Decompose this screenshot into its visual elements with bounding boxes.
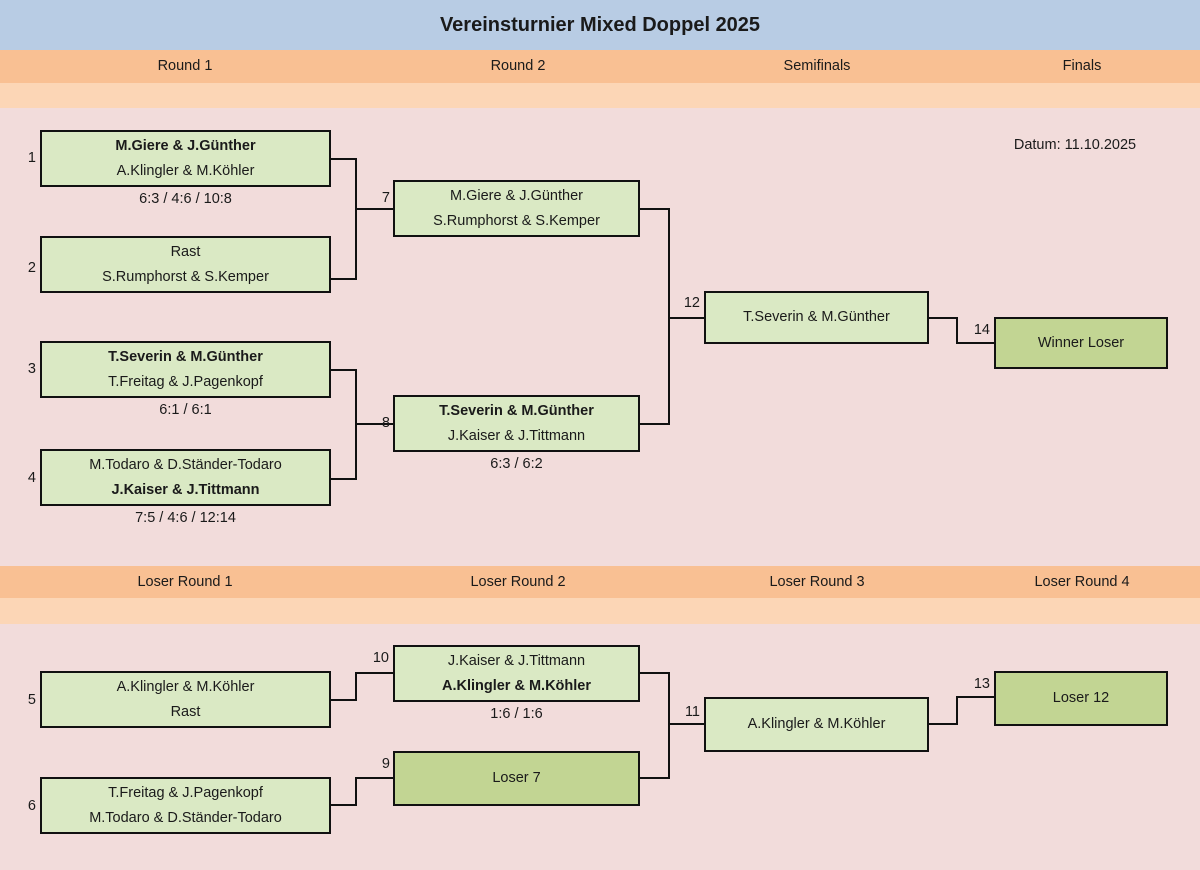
match-4-score: 7:5 / 4:6 / 12:14	[135, 510, 236, 526]
match-12-number: 12	[683, 295, 700, 311]
connector-m7m8-v	[668, 208, 671, 425]
match-2-number: 2	[27, 260, 36, 276]
match-box-9[interactable]: Loser 7	[393, 751, 640, 806]
match-9-team-top: Loser 7	[492, 770, 541, 786]
match-3-team-top: T.Severin & M.Günther	[108, 348, 263, 365]
connector-m7-h	[639, 208, 670, 211]
loser-round-label-3: Loser Round 3	[769, 574, 865, 590]
connector-m4-h	[331, 478, 357, 481]
match-box-13[interactable]: Loser 12	[994, 671, 1168, 726]
date-label: Datum: 11.10.2025	[1013, 137, 1137, 153]
match-3-score: 6:1 / 6:1	[159, 402, 212, 418]
connector-m10-h	[639, 672, 670, 675]
match-box-14[interactable]: Winner Loser	[994, 317, 1168, 369]
match-8-score: 6:3 / 6:2	[490, 456, 543, 472]
match-5-team-top: A.Klingler & M.Köhler	[116, 678, 255, 695]
connector-m12-h	[928, 317, 958, 320]
match-box-8[interactable]: T.Severin & M.Günther J.Kaiser & J.Tittm…	[393, 395, 640, 452]
match-box-5[interactable]: A.Klingler & M.Köhler Rast	[40, 671, 331, 728]
match-box-4[interactable]: M.Todaro & D.Ständer-Todaro J.Kaiser & J…	[40, 449, 331, 506]
match-10-team-bottom: A.Klingler & M.Köhler	[441, 677, 592, 694]
match-1-score: 6:3 / 4:6 / 10:8	[139, 191, 232, 207]
match-8-number: 8	[381, 415, 390, 431]
match-13-team-top: Loser 12	[1052, 690, 1110, 706]
connector-m11-h	[928, 723, 958, 726]
match-7-team-bottom: S.Rumphorst & S.Kemper	[433, 212, 600, 229]
winner-subheader-band	[0, 83, 1200, 108]
match-10-number: 10	[372, 650, 389, 666]
match-8-team-bottom: J.Kaiser & J.Tittmann	[447, 427, 586, 444]
connector-m6-h	[331, 804, 357, 807]
match-10-score: 1:6 / 1:6	[490, 706, 543, 722]
match-11-team-top: A.Klingler & M.Köhler	[747, 716, 886, 732]
match-6-team-top: T.Freitag & J.Pagenkopf	[108, 784, 263, 801]
connector-to-m12	[668, 317, 705, 320]
loser-round-label-4: Loser Round 4	[1034, 574, 1130, 590]
match-box-1[interactable]: M.Giere & J.Günther A.Klingler & M.Köhle…	[40, 130, 331, 187]
match-12-team-bottom: T.Severin & M.Günther	[743, 309, 890, 325]
match-6-number: 6	[27, 798, 36, 814]
match-14-team-bottom: Winner Loser	[1037, 334, 1125, 351]
round-label-3: Semifinals	[783, 58, 851, 74]
loser-round-header-band	[0, 566, 1200, 598]
connector-to-m11	[668, 723, 705, 726]
connector-m5-h	[331, 699, 357, 702]
match-10-team-top: J.Kaiser & J.Tittmann	[447, 652, 586, 669]
connector-m12m14-v	[956, 317, 959, 344]
match-box-10[interactable]: J.Kaiser & J.Tittmann A.Klingler & M.Köh…	[393, 645, 640, 702]
connector-to-m9	[355, 777, 394, 780]
loser-round-label-1: Loser Round 1	[137, 574, 233, 590]
round-label-2: Round 2	[490, 58, 546, 74]
winner-round-header-band	[0, 50, 1200, 83]
connector-m9-h	[639, 777, 670, 780]
connector-m1-h	[331, 158, 357, 161]
match-box-6[interactable]: T.Freitag & J.Pagenkopf M.Todaro & D.Stä…	[40, 777, 331, 834]
match-7-number: 7	[381, 190, 390, 206]
connector-to-m14	[956, 342, 995, 345]
match-8-team-top: T.Severin & M.Günther	[439, 402, 594, 419]
connector-m1m2-v	[355, 158, 358, 280]
match-1-team-bottom: A.Klingler & M.Köhler	[116, 162, 255, 179]
match-box-11[interactable]: A.Klingler & M.Köhler	[704, 697, 929, 752]
match-3-number: 3	[27, 361, 36, 377]
match-box-2[interactable]: Rast S.Rumphorst & S.Kemper	[40, 236, 331, 293]
connector-to-m13	[956, 696, 995, 699]
match-4-number: 4	[27, 470, 36, 486]
connector-to-m10	[355, 672, 394, 675]
connector-m10m9-v	[668, 672, 671, 779]
connector-m6-v	[355, 777, 358, 806]
loser-subheader-band	[0, 598, 1200, 624]
match-2-team-bottom: S.Rumphorst & S.Kemper	[102, 268, 269, 285]
match-5-number: 5	[27, 692, 36, 708]
match-2-team-top: Rast	[170, 243, 201, 260]
match-14-number: 14	[973, 322, 990, 338]
match-5-team-bottom: Rast	[170, 703, 201, 720]
match-box-12[interactable]: T.Severin & M.Günther	[704, 291, 929, 344]
connector-to-m8	[355, 423, 394, 426]
round-label-1: Round 1	[157, 58, 213, 74]
connector-m8-h	[639, 423, 670, 426]
round-label-4: Finals	[1062, 58, 1102, 74]
match-4-team-bottom: J.Kaiser & J.Tittmann	[111, 481, 260, 498]
match-box-3[interactable]: T.Severin & M.Günther T.Freitag & J.Page…	[40, 341, 331, 398]
match-4-team-top: M.Todaro & D.Ständer-Todaro	[89, 456, 282, 473]
match-13-number: 13	[973, 676, 990, 692]
match-9-number: 9	[381, 756, 390, 772]
loser-round-label-2: Loser Round 2	[470, 574, 566, 590]
connector-to-m7	[355, 208, 394, 211]
page-title: Vereinsturnier Mixed Doppel 2025	[439, 14, 761, 36]
match-11-number: 11	[684, 704, 700, 720]
match-box-7[interactable]: M.Giere & J.Günther S.Rumphorst & S.Kemp…	[393, 180, 640, 237]
match-1-number: 1	[27, 150, 36, 166]
title-band	[0, 0, 1200, 50]
match-3-team-bottom: T.Freitag & J.Pagenkopf	[108, 373, 263, 390]
match-7-team-top: M.Giere & J.Günther	[450, 187, 583, 204]
match-1-team-top: M.Giere & J.Günther	[115, 137, 256, 154]
connector-m5-v	[355, 672, 358, 701]
connector-m2-h	[331, 278, 357, 281]
connector-m11m13-v	[956, 696, 959, 725]
connector-m3-h	[331, 369, 357, 372]
match-6-team-bottom: M.Todaro & D.Ständer-Todaro	[89, 809, 282, 826]
